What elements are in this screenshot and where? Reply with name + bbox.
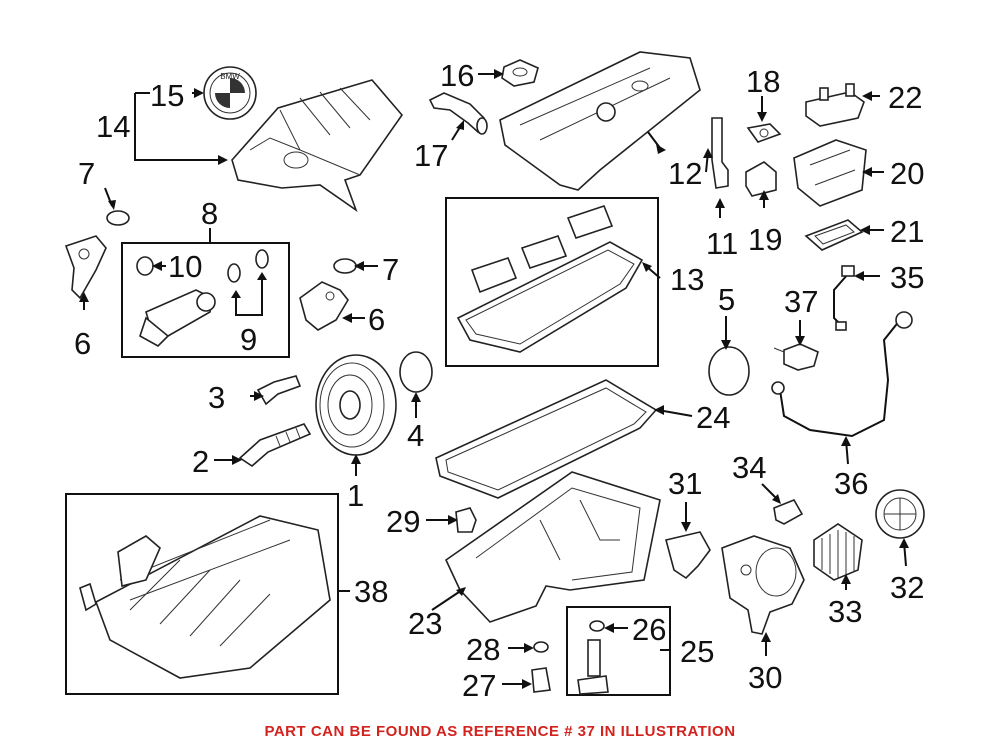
bracket-19 [745,161,777,197]
oil-housing-20 [793,139,867,207]
callout-12: 12 [668,156,702,191]
callout-6a: 6 [74,326,91,361]
callout-16: 16 [440,58,474,93]
oil-level-sensor [577,639,609,695]
callout-27: 27 [462,668,496,703]
o-ring-9b [255,249,269,269]
gasket-21 [804,219,864,251]
callout-20: 20 [890,156,924,191]
callout-9: 9 [240,322,257,357]
callout-11: 11 [706,226,738,261]
filter-cap [875,489,925,539]
footer-note: PART CAN BE FOUND AS REFERENCE # 37 IN I… [264,723,736,740]
callout-33: 33 [828,594,862,629]
callout-23: 23 [408,606,442,641]
plug-27 [531,667,551,693]
o-ring-7-left [106,210,130,226]
oil-pressure-sensor-37 [773,343,819,371]
oil-filter [813,523,863,581]
callout-31: 31 [668,466,702,501]
callout-18: 18 [746,64,780,99]
callout-2: 2 [192,444,209,479]
crankshaft-pulley [315,354,397,456]
callout-13: 13 [670,262,704,297]
callout-24: 24 [696,400,730,435]
sensor-12 [711,117,729,189]
washer-28 [533,641,549,653]
bolt-2 [238,423,312,468]
callout-14: 14 [96,109,130,144]
oil-pan [444,471,661,623]
callout-29: 29 [386,504,420,539]
o-ring-10 [136,256,154,276]
callout-38: 38 [354,574,388,609]
callout-37: 37 [784,284,818,319]
callout-30: 30 [748,660,782,695]
gasket-18 [746,123,782,143]
wiring-harness-36 [771,311,913,438]
callout-7a: 7 [78,156,95,191]
logo-text: BMW [220,72,240,81]
callout-10: 10 [168,249,202,284]
seal-5 [708,346,750,396]
camshaft-sensor-left [64,235,107,300]
callout-numbers: 14 15 16 17 7 8 10 9 7 6 6 12 11 13 18 1… [74,58,924,703]
vent-hose [428,92,488,135]
o-ring-9a [227,263,241,283]
sensor-34 [773,498,804,525]
o-ring-7-right [333,258,357,274]
callout-6b: 6 [368,302,385,337]
callout-7b: 7 [382,252,399,287]
callout-28: 28 [466,632,500,667]
valve-cover-gasket-set [456,205,644,353]
callout-36: 36 [834,466,868,501]
camshaft-sensor-right [299,281,349,331]
oil-filter-housing [721,535,805,635]
callout-34: 34 [732,450,766,485]
seal-part [501,59,539,87]
callout-4: 4 [407,418,424,453]
callout-3: 3 [208,380,225,415]
oil-pan-gasket [435,379,658,499]
valve-cover [499,51,701,191]
callout-15: 15 [150,78,184,113]
intake-manifold [79,515,331,679]
callout-32: 32 [890,570,924,605]
gasket-31 [665,531,711,580]
group-box-8 [121,242,290,358]
arrow-heads [79,69,909,689]
bolt-3 [256,375,302,406]
callout-8: 8 [201,196,218,231]
callout-26: 26 [632,612,666,647]
sensor-harness-35 [833,265,855,331]
engine-cover [231,79,404,213]
callout-19: 19 [748,222,782,257]
callout-17: 17 [414,138,448,173]
callout-5: 5 [718,282,735,317]
callout-25: 25 [680,634,714,669]
callout-21: 21 [890,214,924,249]
callout-1: 1 [347,478,364,513]
group-box-38 [65,493,339,695]
callout-35: 35 [890,260,924,295]
seal-26 [589,620,605,632]
group-box-13 [445,197,659,367]
drain-plug-29 [455,507,477,533]
seal-4 [399,351,433,393]
housing-22 [805,83,865,127]
solenoid-valve [139,289,216,347]
logo-emblem-icon: BMW [203,66,257,120]
callout-22: 22 [888,80,922,115]
